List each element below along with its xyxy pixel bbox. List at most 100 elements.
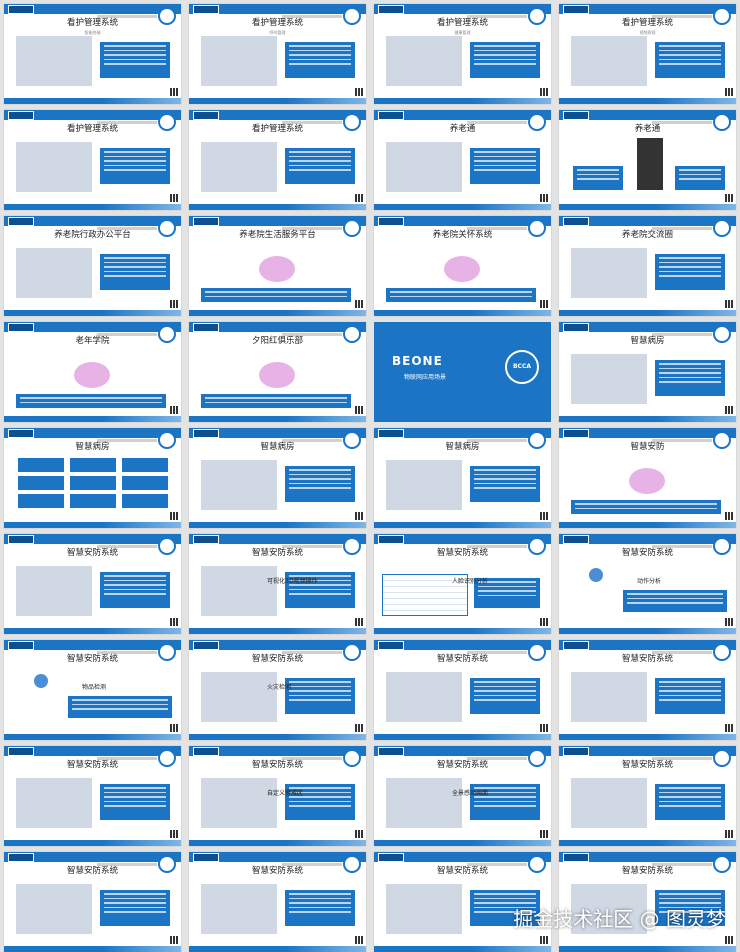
header-caption-line [97, 15, 157, 18]
slide-thumbnail[interactable]: 智慧安防系统物品检测 [4, 640, 181, 740]
slide-text-box [100, 572, 170, 608]
slide-header-bar [4, 428, 181, 438]
brand-ring-icon [158, 113, 176, 131]
diagram-node [629, 468, 665, 494]
slide-header-bar [374, 4, 551, 14]
slide-title: 智慧安防系统 [436, 760, 488, 770]
qr-code-icon [170, 194, 178, 202]
slide-text-box [655, 254, 725, 290]
brand-ring-icon [528, 431, 546, 449]
slide-thumbnail[interactable]: 智慧安防系统 [374, 640, 551, 740]
slide-footer-bar [374, 734, 551, 740]
slide-header-bar [189, 534, 366, 544]
slide-header-bar [559, 4, 736, 14]
slide-header-bar [4, 746, 181, 756]
slide-header-bar [4, 640, 181, 650]
slide-footer-bar [374, 98, 551, 104]
slide-image [386, 672, 462, 722]
slide-footer-bar [4, 522, 181, 528]
header-caption-line [282, 121, 342, 124]
slide-thumbnail[interactable]: 智慧安防系统 [4, 852, 181, 952]
slide-thumbnail[interactable]: 智慧病房 [4, 428, 181, 528]
slide-thumbnail[interactable]: 智慧安防系统可视化3D视频操作 [189, 534, 366, 634]
slide-header-bar [189, 746, 366, 756]
qr-code-icon [355, 724, 363, 732]
slide-thumbnail[interactable]: 养老院交流圈 [559, 216, 736, 316]
slide-title: 看护管理系统 [251, 124, 303, 134]
brand-logo-icon [378, 535, 404, 544]
slide-thumbnail[interactable]: 养老通 [374, 110, 551, 210]
brand-ring-icon [528, 113, 546, 131]
brand-logo-icon [378, 429, 404, 438]
slide-thumbnail[interactable]: 智慧病房 [559, 322, 736, 422]
slide-thumbnail[interactable]: 智慧安防系统 [374, 852, 551, 952]
slide-title: 养老院关怀系统 [432, 230, 493, 240]
slide-thumbnail[interactable]: 看护管理系统 [189, 110, 366, 210]
slide-text-box [68, 696, 172, 718]
qr-code-icon [540, 936, 548, 944]
brand-ring-icon [158, 325, 176, 343]
slide-footer-bar [559, 946, 736, 952]
slide-thumbnail[interactable]: 智慧安防系统 [189, 852, 366, 952]
slide-title: 智慧安防系统 [436, 654, 488, 664]
slide-thumbnail[interactable]: 智慧安防系统人脸识别分析 [374, 534, 551, 634]
slide-thumbnail[interactable]: 看护管理系统 [4, 110, 181, 210]
slide-thumbnail[interactable]: 养老院关怀系统 [374, 216, 551, 316]
slide-thumbnail[interactable]: 夕阳红俱乐部 [189, 322, 366, 422]
slide-text-box [201, 394, 351, 408]
slide-header-bar [189, 216, 366, 226]
qr-code-icon [355, 936, 363, 944]
qr-code-icon [355, 512, 363, 520]
brand-ring-icon [158, 749, 176, 767]
brand-ring-icon [528, 855, 546, 873]
grid-cell [18, 476, 64, 490]
slide-footer-bar [559, 628, 736, 634]
slide-thumbnail[interactable]: 智慧安防系统 [4, 534, 181, 634]
slide-text-box [470, 466, 540, 502]
header-caption-line [282, 15, 342, 18]
slide-image [201, 36, 277, 86]
brand-logo-icon [8, 323, 34, 332]
slide-thumbnail[interactable]: 老年学院 [4, 322, 181, 422]
slide-title: 养老院行政办公平台 [54, 230, 131, 240]
slide-thumbnail[interactable]: 智慧安防系统 [559, 852, 736, 952]
slide-thumbnail[interactable]: 智慧安防系统动作分析 [559, 534, 736, 634]
slide-thumbnail[interactable]: 看护管理系统健康管理 [374, 4, 551, 104]
slide-header-bar [559, 110, 736, 120]
slide-thumbnail[interactable]: 看护管理系统呼叫管理 [189, 4, 366, 104]
slide-thumbnail[interactable]: 智慧安防系统 [4, 746, 181, 846]
grid-cell [70, 476, 116, 490]
slide-footer-bar [189, 522, 366, 528]
header-caption-line [652, 333, 712, 336]
slide-footer-bar [4, 840, 181, 846]
slide-title: 老年学院 [75, 336, 110, 346]
header-caption-line [652, 863, 712, 866]
brand-ring-icon [158, 643, 176, 661]
slide-thumbnail[interactable]: 看护管理系统智能终端 [4, 4, 181, 104]
slide-thumbnail[interactable]: 智慧病房 [189, 428, 366, 528]
slide-thumbnail[interactable]: 智慧安防系统 [559, 746, 736, 846]
slide-image [201, 672, 277, 722]
slide-thumbnail[interactable]: 智慧病房 [374, 428, 551, 528]
slide-footer-bar [189, 416, 366, 422]
slide-thumbnail[interactable]: 智慧安防系统 [559, 640, 736, 740]
brand-logo-icon [378, 641, 404, 650]
slide-header-bar [374, 534, 551, 544]
slide-thumbnail[interactable]: 智慧安防 [559, 428, 736, 528]
slide-thumbnail[interactable]: 养老通 [559, 110, 736, 210]
slide-thumbnail[interactable]: 看护管理系统视频探视 [559, 4, 736, 104]
slide-image [16, 566, 92, 616]
slide-image [571, 248, 647, 298]
brand-ring-icon [343, 7, 361, 25]
brand-logo-icon [378, 853, 404, 862]
slide-thumbnail[interactable]: 智慧安防系统火灾检测 [189, 640, 366, 740]
slide-thumbnail[interactable]: 智慧安防系统全景感动画面 [374, 746, 551, 846]
header-caption-line [467, 757, 527, 760]
slide-thumbnail[interactable]: 养老院行政办公平台 [4, 216, 181, 316]
header-caption-line [97, 651, 157, 654]
header-caption-line [282, 863, 342, 866]
slide-thumbnail[interactable]: 智慧安防系统自定义警戒区 [189, 746, 366, 846]
slide-header-bar [4, 216, 181, 226]
slide-thumbnail[interactable]: 养老院生活服务平台 [189, 216, 366, 316]
